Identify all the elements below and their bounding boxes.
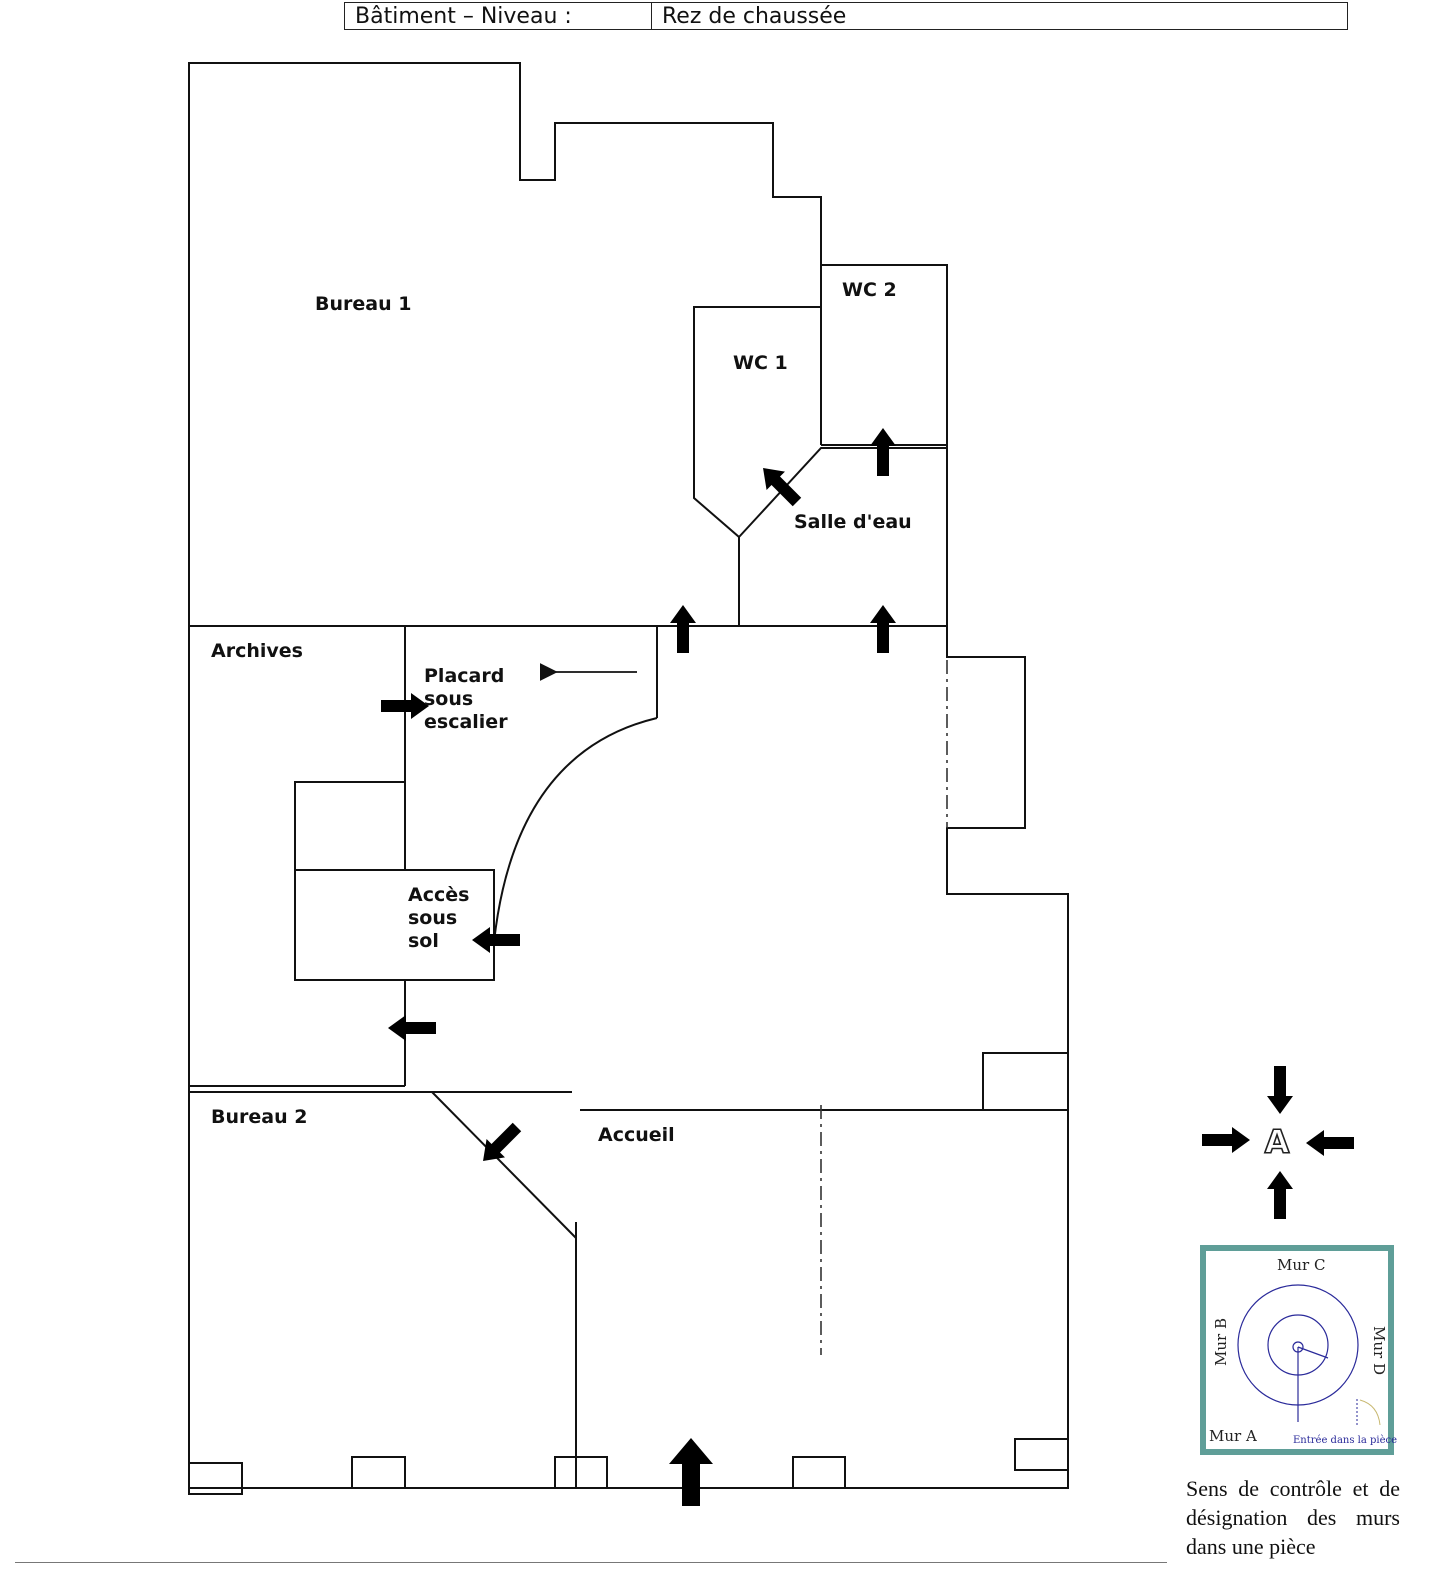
header-value: Rez de chaussée bbox=[662, 3, 847, 29]
arrow-up-2 bbox=[670, 605, 696, 653]
room-labels: Bureau 1 WC 1 WC 2 Salle d'eau Archives … bbox=[211, 279, 912, 1146]
walls bbox=[188, 62, 1069, 1495]
arrow-left-archives bbox=[388, 1015, 436, 1041]
label-wc2: WC 2 bbox=[842, 279, 897, 301]
label-salle-eau: Salle d'eau bbox=[794, 511, 912, 533]
label-acces-3: sol bbox=[408, 930, 439, 952]
wall-b-label: Mur B bbox=[1212, 1318, 1230, 1366]
entry-label: Entrée dans la pièce bbox=[1293, 1435, 1397, 1446]
compass-legend: A bbox=[1202, 1066, 1354, 1219]
label-bureau1: Bureau 1 bbox=[315, 293, 411, 315]
label-wc1: WC 1 bbox=[733, 352, 788, 374]
label-acces-1: Accès bbox=[408, 884, 469, 906]
arrow-diag-salle bbox=[763, 468, 802, 507]
outer-wall bbox=[188, 62, 1069, 1489]
wall-d-label: Mur D bbox=[1370, 1326, 1388, 1375]
arrow-diag-bureau2 bbox=[483, 1122, 522, 1161]
wall-a-label: Mur A bbox=[1209, 1427, 1257, 1445]
compass-arrow-up bbox=[1267, 1171, 1293, 1219]
thick-arrows bbox=[381, 428, 896, 1506]
footer-rule bbox=[15, 1562, 1167, 1563]
level-header: Bâtiment – Niveau : Rez de chaussée bbox=[344, 2, 1348, 30]
header-label: Bâtiment – Niveau : bbox=[345, 3, 652, 29]
label-acces-2: sous bbox=[408, 907, 457, 929]
label-archives: Archives bbox=[211, 640, 303, 662]
arrow-up-1 bbox=[870, 428, 896, 476]
arrow-entrance bbox=[669, 1438, 713, 1506]
compass-arrow-right bbox=[1202, 1127, 1250, 1153]
legend-caption: Sens de contrôle et de désignation des m… bbox=[1186, 1476, 1400, 1559]
dashed-lines bbox=[820, 660, 948, 1355]
compass-arrow-down bbox=[1267, 1066, 1293, 1114]
label-placard-1: Placard bbox=[424, 665, 504, 687]
label-accueil: Accueil bbox=[598, 1124, 675, 1146]
compass-arrow-left bbox=[1306, 1130, 1354, 1156]
arrow-left-acces bbox=[472, 927, 520, 953]
wc1-wall bbox=[693, 306, 821, 626]
wall-c-label: Mur C bbox=[1277, 1256, 1325, 1274]
wall-legend: Mur C Mur B Mur D Mur A Entrée dans la p… bbox=[1200, 1245, 1397, 1455]
label-placard-2: sous bbox=[424, 688, 473, 710]
label-placard-3: escalier bbox=[424, 711, 508, 733]
compass-letter: A bbox=[1265, 1123, 1290, 1161]
arrow-up-3 bbox=[870, 605, 896, 653]
arrow-right-placard bbox=[381, 693, 429, 719]
label-bureau2: Bureau 2 bbox=[211, 1106, 307, 1128]
